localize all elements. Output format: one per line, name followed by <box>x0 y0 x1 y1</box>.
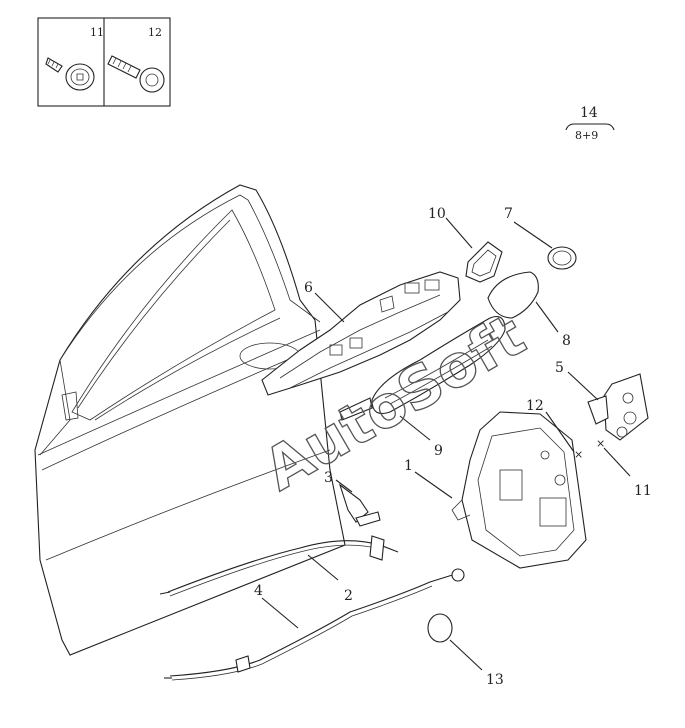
legend-label-11: 11 <box>90 26 104 39</box>
part-9-outer-handle <box>339 315 506 421</box>
callout-11: 11 <box>634 483 652 499</box>
ratio-bottom: 8+9 <box>575 129 598 142</box>
svg-text:×: × <box>574 448 583 461</box>
part-10-gasket <box>465 241 503 283</box>
callout-9: 9 <box>434 443 443 459</box>
leader-lines <box>261 217 631 671</box>
legend-label-12: 12 <box>148 26 162 39</box>
part-1-lock-module <box>451 411 587 569</box>
callout-13: 13 <box>486 672 504 688</box>
callout-2: 2 <box>344 588 353 604</box>
callout-4: 4 <box>254 583 263 599</box>
part-4-cable <box>164 568 465 681</box>
fastener-legend-box: 11 12 <box>37 17 171 107</box>
callout-3: 3 <box>324 470 333 486</box>
fastener-marks: × × <box>574 437 605 461</box>
part-7-grommet <box>547 246 577 270</box>
ratio-top: 14 <box>580 105 598 121</box>
callout-8: 8 <box>562 333 571 349</box>
part-8-cap <box>487 271 539 319</box>
callout-1: 1 <box>404 458 413 474</box>
svg-text:×: × <box>596 437 605 450</box>
callout-5: 5 <box>555 360 564 376</box>
part-13-o-ring <box>427 613 453 643</box>
part-5-striker <box>587 373 649 441</box>
callout-6: 6 <box>304 280 313 296</box>
callout-labels: 1 2 3 4 5 6 7 8 9 10 11 12 13 <box>254 206 652 688</box>
bolt-12-icon <box>107 55 165 93</box>
callout-10: 10 <box>428 206 446 222</box>
callout-7: 7 <box>504 206 513 222</box>
part-6-handle-frame <box>261 271 461 396</box>
door-panel <box>34 184 346 656</box>
part-3-clip <box>338 483 381 527</box>
part-2-cable <box>159 535 399 597</box>
screw-11-icon <box>45 57 95 91</box>
callout-12: 12 <box>526 398 544 414</box>
ratio-note: 14 8+9 <box>565 105 615 142</box>
